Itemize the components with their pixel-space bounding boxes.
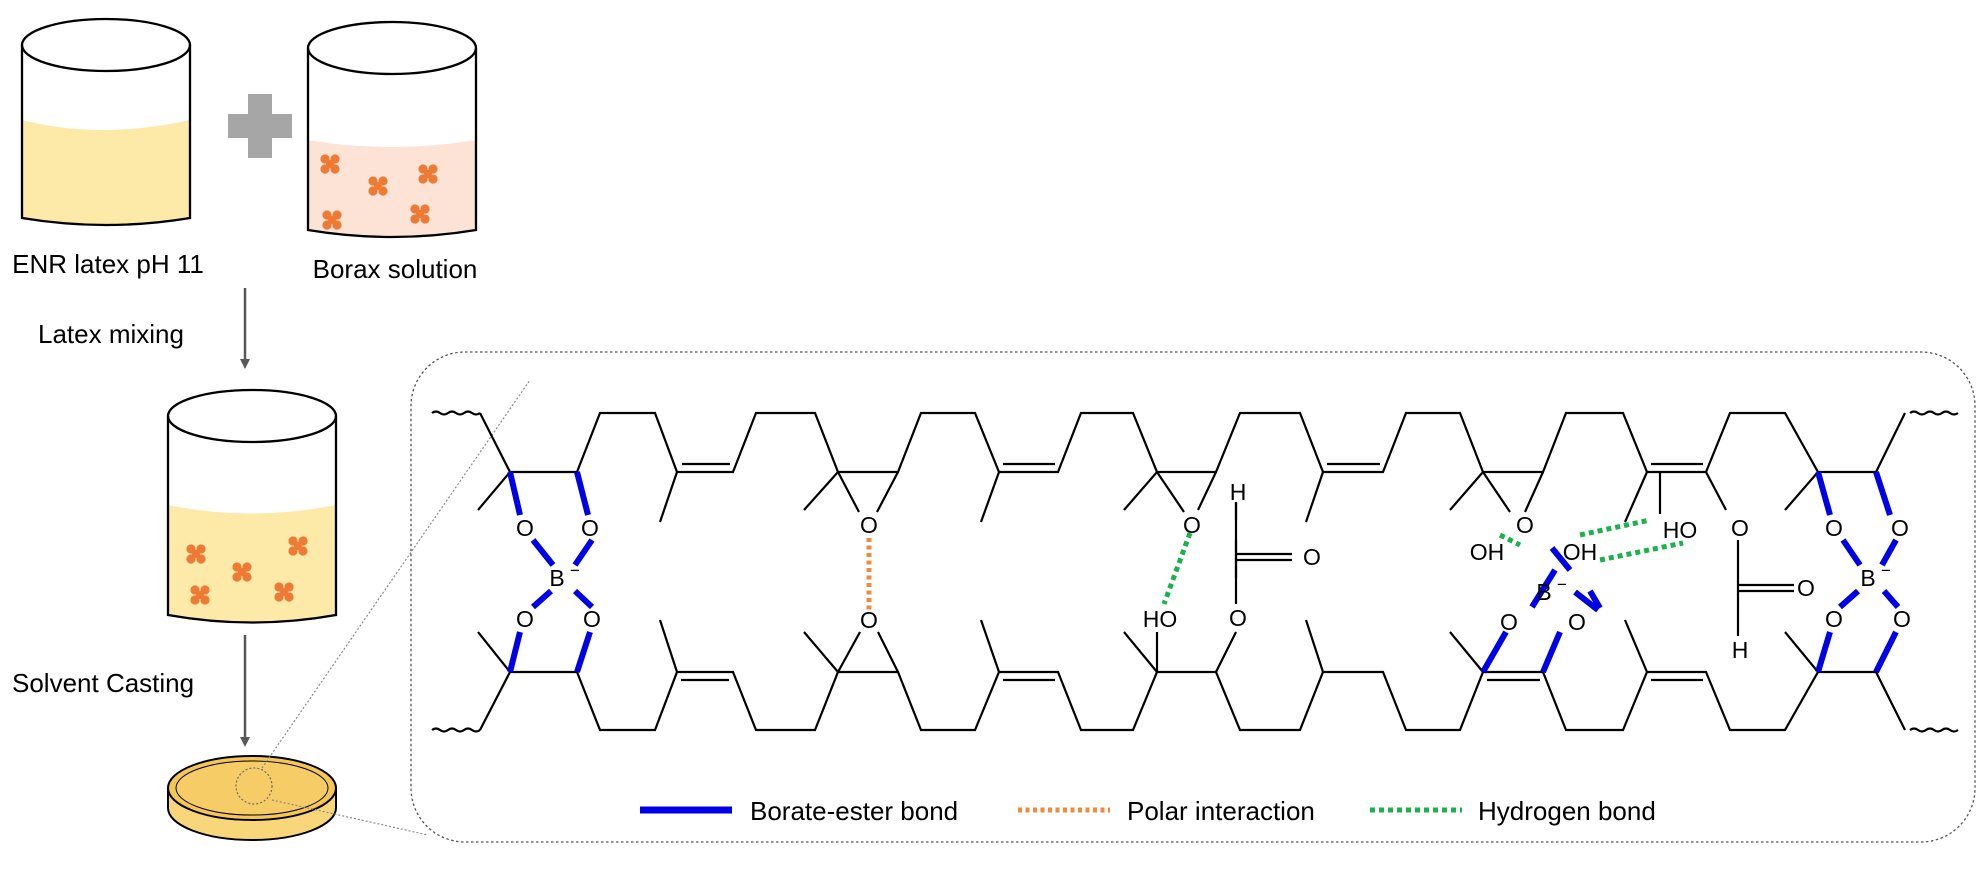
atom-labels: O O B − O O O O O HO H O O O OH OH HO B … (516, 479, 1911, 663)
svg-text:O: O (1500, 609, 1518, 635)
svg-text:−: − (1881, 561, 1891, 580)
mixed-latex-beaker (166, 388, 338, 624)
legend-borate-label: Borate-ester bond (750, 796, 958, 826)
svg-text:O: O (1731, 515, 1749, 541)
chain-end-wave (431, 410, 481, 416)
methyl-groups (477, 471, 1819, 673)
bottom-polymer-chain (479, 670, 1906, 732)
svg-text:H: H (1230, 479, 1247, 505)
svg-text:O: O (1183, 512, 1201, 538)
svg-text:O: O (860, 607, 878, 633)
solvent-casting-label: Solvent Casting (12, 668, 194, 698)
svg-text:B: B (549, 565, 564, 591)
svg-text:O: O (583, 606, 601, 632)
svg-text:O: O (1825, 515, 1843, 541)
svg-text:B: B (1860, 565, 1875, 591)
svg-text:O: O (516, 515, 534, 541)
substituent-bonds (1155, 471, 1794, 673)
svg-text:O: O (1797, 575, 1815, 601)
svg-text:O: O (1229, 605, 1247, 631)
svg-text:O: O (860, 512, 878, 538)
svg-text:−: − (1557, 575, 1567, 594)
hydrogen-bonds (1161, 517, 1684, 605)
svg-text:H: H (1732, 637, 1749, 663)
svg-text:O: O (1516, 512, 1534, 538)
zoom-line (261, 379, 531, 769)
epoxide-rings (837, 471, 1545, 673)
chain-end-wave (431, 727, 481, 733)
svg-text:O: O (516, 606, 534, 632)
svg-text:O: O (1893, 606, 1911, 632)
legend: Borate-ester bond Polar interaction Hydr… (640, 796, 1656, 826)
legend-hydrogen-label: Hydrogen bond (1478, 796, 1656, 826)
chain-end-wave (1909, 727, 1959, 733)
borate-ester-bonds (507, 471, 1901, 674)
top-polymer-chain (479, 411, 1906, 474)
svg-text:HO: HO (1663, 517, 1698, 543)
svg-text:O: O (1825, 606, 1843, 632)
zoom-panel (410, 351, 1976, 843)
plus-icon (228, 94, 292, 158)
svg-text:O: O (581, 515, 599, 541)
latex-mixing-label: Latex mixing (38, 319, 184, 349)
svg-text:OH: OH (1563, 539, 1598, 565)
petri-dish (167, 755, 337, 841)
svg-text:OH: OH (1470, 539, 1505, 565)
svg-text:−: − (570, 561, 580, 580)
borax-solution-label: Borax solution (313, 254, 478, 284)
borax-solution-beaker (306, 20, 478, 239)
double-bonds (681, 462, 1703, 682)
svg-text:HO: HO (1143, 606, 1178, 632)
svg-text:O: O (1303, 544, 1321, 570)
legend-polar-label: Polar interaction (1127, 796, 1315, 826)
zoom-line (271, 799, 429, 836)
chain-end-wave (1909, 410, 1959, 416)
svg-text:O: O (1568, 609, 1586, 635)
enr-latex-label: ENR latex pH 11 (12, 249, 204, 279)
svg-text:B: B (1536, 579, 1551, 605)
enr-latex-beaker (20, 17, 192, 227)
svg-text:O: O (1891, 515, 1909, 541)
